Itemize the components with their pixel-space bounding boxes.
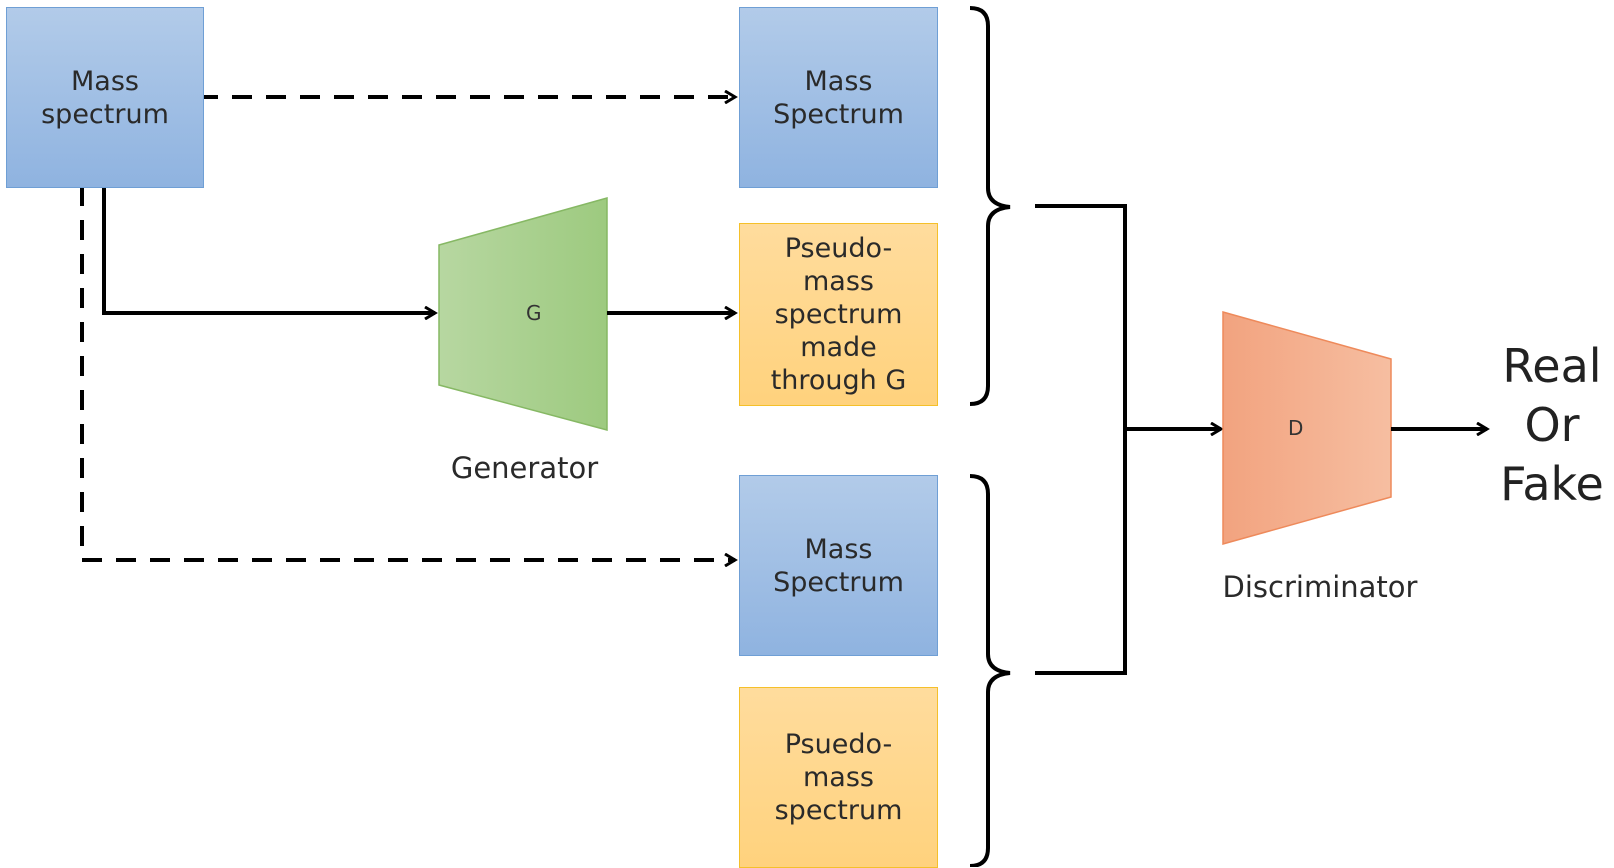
discriminator-caption: Discriminator: [1222, 570, 1418, 604]
pseudo-mass-spectrum-generated-box: Pseudo- mass spectrum made through G: [739, 223, 938, 406]
pseudo-mass-spectrum-bottom-label: Psuedo- mass spectrum: [774, 729, 903, 826]
pseudo-mass-spectrum-bottom-box: Psuedo- mass spectrum: [739, 687, 938, 868]
brace-top: [969, 6, 1011, 406]
discriminator-shape: [1222, 311, 1392, 545]
real-mass-spectrum-bottom-label: Mass Spectrum: [773, 533, 904, 598]
generator-letter: G: [526, 301, 542, 325]
real-mass-spectrum-top-box: Mass Spectrum: [739, 7, 938, 188]
output-real-or-fake: Real Or Fake: [1500, 339, 1604, 511]
dashed-arrow-input-to-real-bottom: [80, 186, 735, 560]
input-mass-spectrum-box: Mass spectrum: [6, 7, 204, 188]
pseudo-mass-spectrum-generated-label: Pseudo- mass spectrum made through G: [770, 233, 907, 396]
real-mass-spectrum-bottom-box: Mass Spectrum: [739, 475, 938, 656]
brace-bottom: [969, 474, 1011, 867]
generator-caption: Generator: [450, 451, 599, 485]
arrow-input-to-generator: [102, 186, 435, 313]
discriminator-letter: D: [1288, 416, 1304, 440]
generator-shape: [438, 197, 608, 431]
merge-connector: [1035, 204, 1127, 675]
input-mass-spectrum-label: Mass spectrum: [41, 65, 169, 130]
real-mass-spectrum-top-label: Mass Spectrum: [773, 65, 904, 130]
